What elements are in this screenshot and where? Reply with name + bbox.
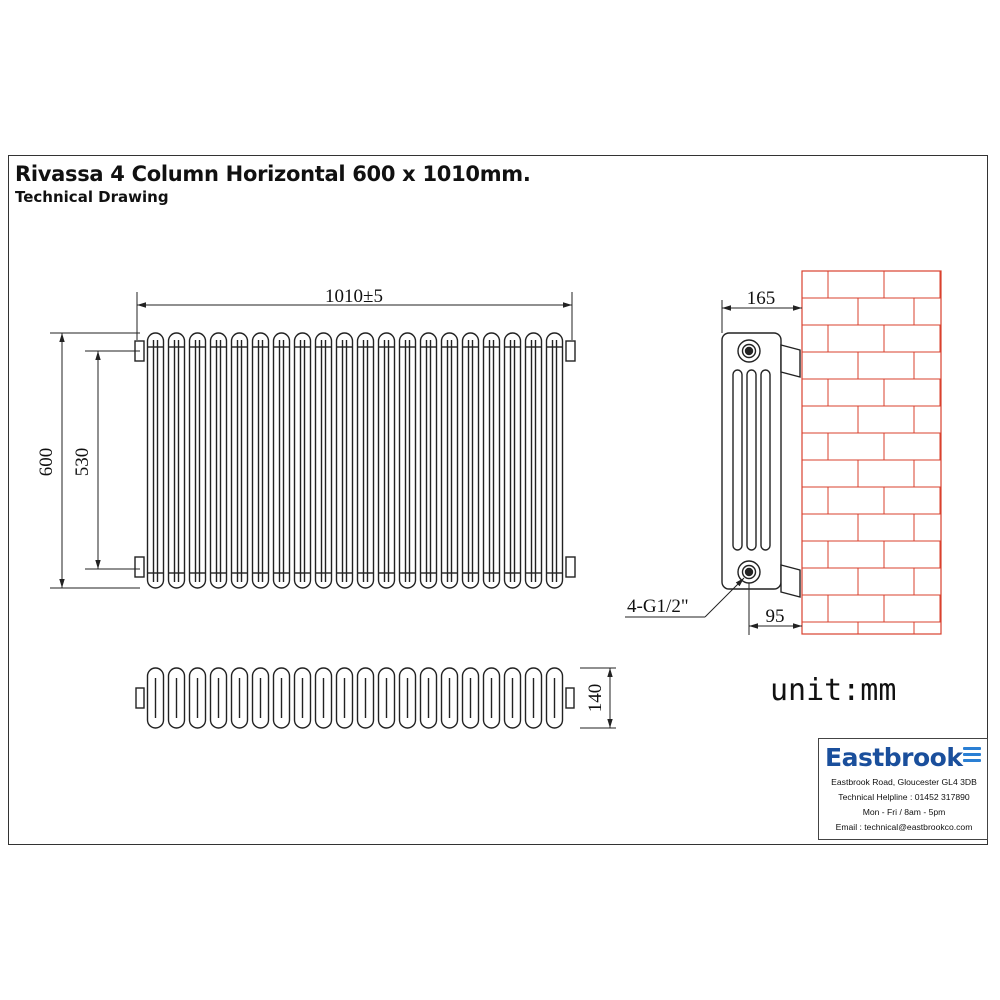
front-column [251, 332, 270, 589]
width-dimension: 1010±5 [325, 286, 383, 307]
plan-column [503, 667, 522, 729]
plan-column [545, 667, 564, 729]
plan-column [335, 667, 354, 729]
contact-box: Eastbrook Eastbrook Road, Gloucester GL4… [818, 738, 988, 840]
plan-column [188, 667, 207, 729]
plan-column [251, 667, 270, 729]
plan-columns [146, 667, 564, 729]
front-column [461, 332, 480, 589]
plan-column [272, 667, 291, 729]
plan-column [419, 667, 438, 729]
eastbrook-waves-icon [963, 747, 981, 769]
drawing-frame [8, 155, 988, 845]
plan-view [135, 667, 616, 729]
front-column [440, 332, 459, 589]
front-column [209, 332, 228, 589]
unit-label: unit:mm [770, 673, 897, 708]
contact-email: Email : technical@eastbrookco.com [835, 822, 973, 832]
contact-hours: Mon - Fri / 8am - 5pm [862, 807, 946, 817]
plan-column [209, 667, 228, 729]
front-column [377, 332, 396, 589]
plan-column [356, 667, 375, 729]
side-view [625, 270, 942, 635]
plan-column [440, 667, 459, 729]
front-column [146, 332, 165, 589]
brick-wall [801, 270, 942, 635]
front-column [188, 332, 207, 589]
side-depth-dimension: 165 [747, 288, 776, 309]
front-elevation [50, 292, 576, 589]
wall-offset-dimension: 95 [766, 606, 785, 627]
plan-column [377, 667, 396, 729]
plan-column [398, 667, 417, 729]
front-column [545, 332, 564, 589]
plan-column [482, 667, 501, 729]
height-dimension: 600 [36, 448, 57, 477]
front-column [482, 332, 501, 589]
brand-name: Eastbrook [825, 743, 963, 772]
front-column [398, 332, 417, 589]
contact-address: Eastbrook Road, Gloucester GL4 3DB [831, 777, 977, 787]
plan-depth-dimension: 140 [585, 684, 606, 713]
centres-dimension: 530 [72, 448, 93, 477]
front-column [293, 332, 312, 589]
contact-helpline: Technical Helpline : 01452 317890 [838, 792, 970, 802]
front-column [272, 332, 291, 589]
plan-column [524, 667, 543, 729]
front-column [524, 332, 543, 589]
front-column [356, 332, 375, 589]
brick-courses [802, 271, 941, 634]
plan-column [293, 667, 312, 729]
plan-column [314, 667, 333, 729]
front-columns [146, 332, 564, 589]
plan-column [230, 667, 249, 729]
drawing-subtitle: Technical Drawing [15, 188, 169, 206]
front-column [230, 332, 249, 589]
front-column [503, 332, 522, 589]
front-column [167, 332, 186, 589]
front-column [419, 332, 438, 589]
front-column [314, 332, 333, 589]
drawing-title: Rivassa 4 Column Horizontal 600 x 1010mm… [15, 162, 531, 186]
plan-column [461, 667, 480, 729]
plan-column [167, 667, 186, 729]
connection-label: 4-G1/2" [627, 596, 689, 617]
plan-column [146, 667, 165, 729]
front-column [335, 332, 354, 589]
